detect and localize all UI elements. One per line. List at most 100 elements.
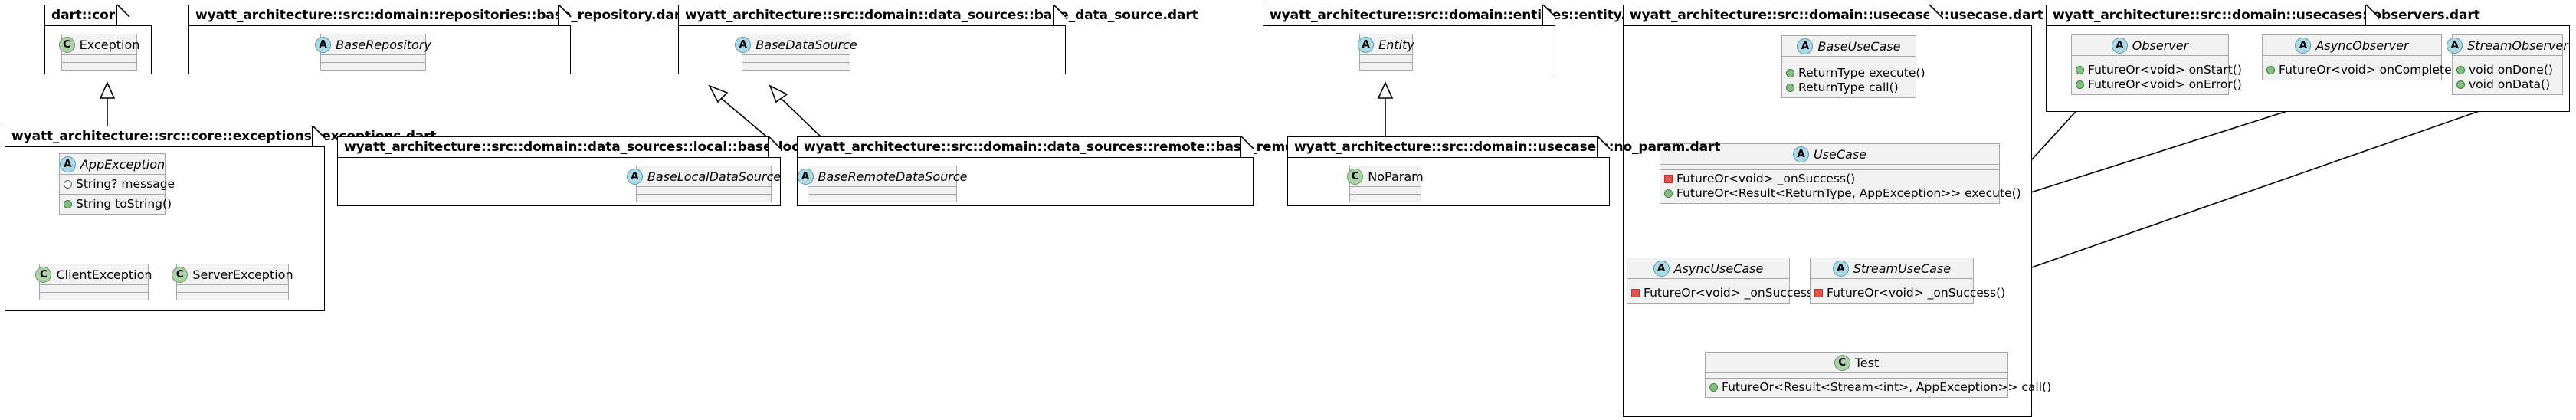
compartment-divider bbox=[60, 194, 165, 195]
class-test[interactable]: C Test FutureOr<Result<Stream<int>, AppE… bbox=[1705, 352, 2051, 398]
compartment-divider bbox=[742, 62, 850, 63]
abstract-badge-icon: A bbox=[735, 36, 752, 53]
abstract-badge-icon: A bbox=[2295, 37, 2312, 54]
class-app-exception-attributes: String? message bbox=[60, 175, 175, 194]
class-client-exception[interactable]: C ClientException bbox=[35, 264, 152, 300]
compartment-divider bbox=[321, 54, 425, 55]
class-base-use-case[interactable]: A BaseUseCase ReturnType execute() Retur… bbox=[1781, 35, 1925, 98]
private-visibility-icon bbox=[1664, 175, 1673, 183]
member-row: void onData() bbox=[2456, 77, 2558, 92]
class-base-local-data-source-name: BaseLocalDataSource bbox=[647, 169, 782, 184]
class-server-exception[interactable]: C ServerException bbox=[172, 264, 293, 300]
class-server-exception-methods bbox=[177, 293, 288, 300]
class-stream-observer-name: StreamObserver bbox=[2467, 38, 2568, 53]
public-visibility-icon bbox=[1786, 84, 1794, 92]
class-app-exception-title: A AppException bbox=[59, 154, 165, 174]
compartment-divider bbox=[1350, 194, 1421, 195]
member-row: String? message bbox=[64, 177, 175, 192]
package-base-remote-data-source-notch bbox=[1240, 136, 1254, 157]
public-visibility-icon bbox=[64, 200, 72, 208]
compartment-divider bbox=[808, 194, 956, 195]
class-app-exception-methods: String toString() bbox=[60, 195, 172, 214]
compartment-divider bbox=[62, 54, 136, 55]
package-usecase-label: wyatt_architecture::src::domain::usecase… bbox=[1630, 8, 2043, 23]
class-no-param-attributes bbox=[1350, 187, 1421, 194]
member-label: FutureOr<void> onError() bbox=[2088, 77, 2242, 91]
compartment-divider bbox=[1360, 62, 1412, 63]
package-entity-notch bbox=[1542, 4, 1556, 25]
class-observer[interactable]: A Observer FutureOr<void> onStart() Futu… bbox=[2071, 34, 2242, 95]
compartment-divider bbox=[1627, 278, 1789, 279]
package-base-remote-data-source-tab: wyatt_architecture::src::domain::data_so… bbox=[797, 136, 1438, 157]
class-base-local-data-source-attributes bbox=[637, 187, 771, 194]
class-base-local-data-source-title: A BaseLocalDataSource bbox=[626, 166, 781, 186]
member-row: ReturnType execute() bbox=[1786, 66, 1925, 80]
class-exception-methods bbox=[62, 63, 136, 70]
member-row: ReturnType call() bbox=[1786, 80, 1912, 95]
class-test-name: Test bbox=[1854, 355, 1880, 370]
package-no-param-notch bbox=[1597, 136, 1611, 157]
class-base-remote-data-source-attributes bbox=[808, 187, 956, 194]
class-no-param-methods bbox=[1350, 195, 1421, 202]
package-observers-notch bbox=[2365, 4, 2379, 25]
class-base-remote-data-source-methods bbox=[808, 195, 956, 202]
public-visibility-icon bbox=[1709, 383, 1718, 392]
class-base-data-source-name: BaseDataSource bbox=[755, 37, 857, 52]
class-stream-observer-methods: void onDone() void onData() bbox=[2453, 61, 2562, 94]
public-visibility-icon bbox=[2266, 66, 2275, 74]
class-app-exception[interactable]: A AppException String? message String to… bbox=[59, 153, 175, 215]
class-no-param-title: C NoParam bbox=[1347, 166, 1424, 186]
class-client-exception-name: ClientException bbox=[56, 267, 152, 282]
class-client-exception-attributes bbox=[40, 285, 148, 292]
member-label: String toString() bbox=[76, 197, 172, 211]
class-observer-name: Observer bbox=[2132, 38, 2189, 53]
class-base-data-source-methods bbox=[742, 63, 850, 70]
class-base-use-case-methods: ReturnType execute() ReturnType call() bbox=[1782, 64, 1925, 97]
abstract-badge-icon: A bbox=[1792, 146, 1809, 162]
package-base-local-data-source-tab: wyatt_architecture::src::domain::data_so… bbox=[337, 136, 942, 157]
compartment-divider bbox=[177, 292, 288, 293]
package-base-data-source-tab: wyatt_architecture::src::domain::data_so… bbox=[678, 5, 1198, 25]
class-async-observer[interactable]: A AsyncObserver FutureOr<void> onComplet… bbox=[2262, 34, 2461, 80]
member-row: FutureOr<void> _onSuccess() bbox=[1664, 172, 1995, 186]
public-visibility-icon bbox=[2456, 80, 2465, 89]
class-stream-use-case[interactable]: A StreamUseCase FutureOr<void> _onSucces… bbox=[1810, 258, 2005, 304]
class-server-exception-name: ServerException bbox=[192, 267, 293, 282]
compartment-divider bbox=[1782, 56, 1916, 57]
class-observer-methods: FutureOr<void> onStart() FutureOr<void> … bbox=[2072, 61, 2242, 94]
class-base-remote-data-source[interactable]: A BaseRemoteDataSource bbox=[797, 166, 967, 202]
class-base-data-source-title: A BaseDataSource bbox=[735, 34, 857, 54]
abstract-badge-icon: A bbox=[1358, 36, 1375, 53]
member-label: FutureOr<Result<Stream<int>, AppExceptio… bbox=[1722, 380, 2052, 394]
class-no-param[interactable]: C NoParam bbox=[1347, 166, 1424, 202]
protected-visibility-icon bbox=[64, 180, 72, 189]
class-entity[interactable]: A Entity bbox=[1358, 34, 1414, 71]
member-label: FutureOr<void> _onSuccess() bbox=[1644, 286, 1823, 300]
member-row: FutureOr<void> onStart() bbox=[2076, 63, 2242, 77]
class-async-use-case-methods: FutureOr<void> _onSuccess() bbox=[1627, 284, 1822, 303]
class-async-observer-methods: FutureOr<void> onComplete() bbox=[2263, 61, 2461, 80]
edge-stream-use-case-to-stream-observer bbox=[2007, 96, 2522, 277]
member-row: FutureOr<void> onComplete() bbox=[2266, 63, 2461, 77]
class-no-param-name: NoParam bbox=[1368, 169, 1424, 184]
class-stream-observer[interactable]: A StreamObserver void onDone() void onDa… bbox=[2447, 34, 2568, 95]
package-base-repository-tab: wyatt_architecture::src::domain::reposit… bbox=[188, 5, 687, 25]
class-base-repository[interactable]: A BaseRepository bbox=[315, 34, 431, 71]
public-visibility-icon bbox=[2076, 80, 2084, 89]
class-async-use-case[interactable]: A AsyncUseCase FutureOr<void> _onSuccess… bbox=[1627, 258, 1822, 304]
abstract-badge-icon: A bbox=[626, 168, 643, 185]
class-exception[interactable]: C Exception bbox=[58, 34, 139, 71]
class-base-use-case-title: A BaseUseCase bbox=[1782, 36, 1916, 56]
class-base-data-source[interactable]: A BaseDataSource bbox=[735, 34, 857, 71]
member-row: FutureOr<void> onError() bbox=[2076, 77, 2242, 92]
class-base-use-case-attributes bbox=[1782, 57, 1916, 64]
class-base-use-case-name: BaseUseCase bbox=[1817, 38, 1901, 54]
member-label: FutureOr<Result<ReturnType, AppException… bbox=[1676, 186, 2021, 200]
class-badge-icon: C bbox=[58, 36, 75, 53]
abstract-badge-icon: A bbox=[797, 168, 814, 185]
package-exceptions-notch bbox=[312, 125, 326, 146]
class-base-local-data-source[interactable]: A BaseLocalDataSource bbox=[626, 166, 781, 202]
public-visibility-icon bbox=[1664, 189, 1673, 198]
public-visibility-icon bbox=[1786, 69, 1794, 77]
compartment-divider bbox=[1350, 186, 1421, 187]
